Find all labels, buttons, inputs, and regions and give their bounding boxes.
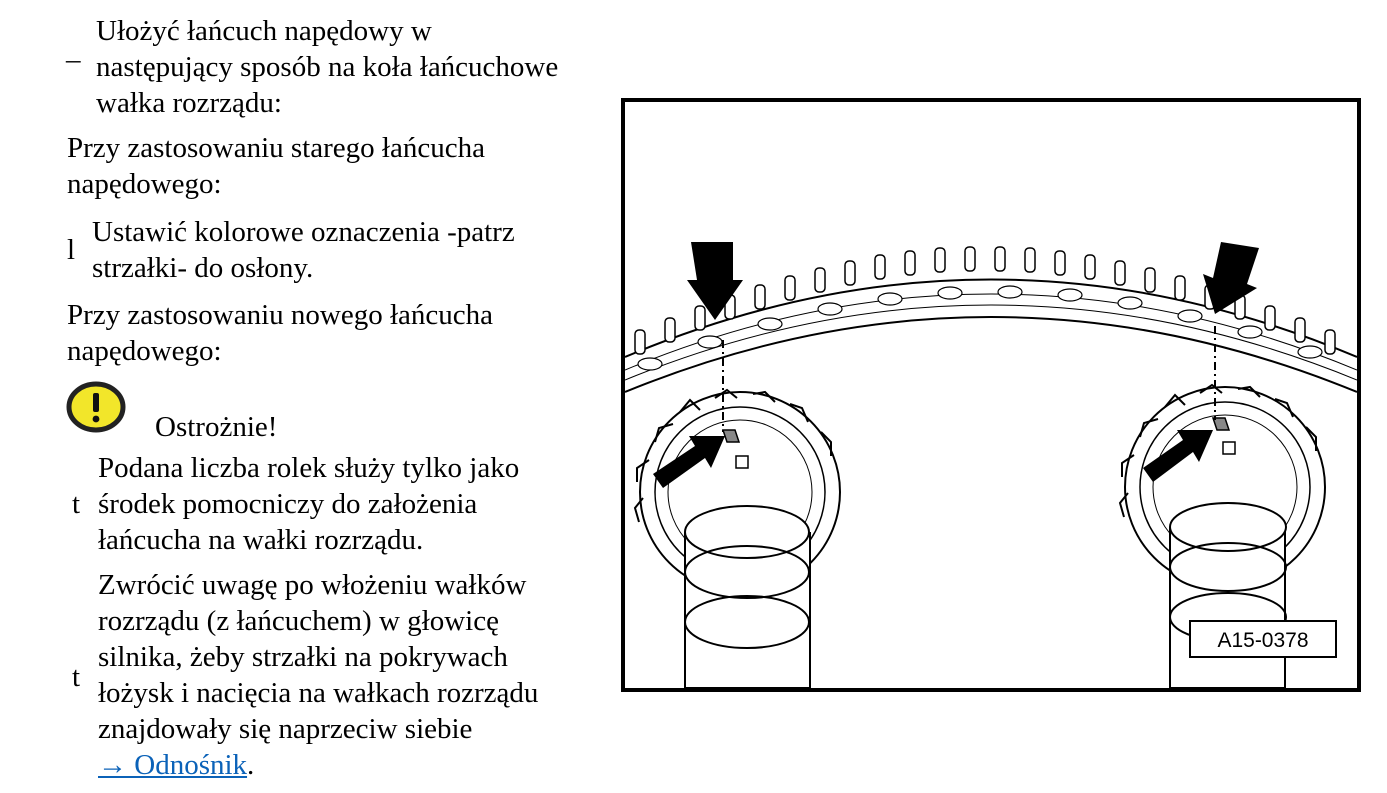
note-bullet: t xyxy=(72,488,81,520)
right-sprocket xyxy=(1118,242,1326,688)
note-roller-count: Podana liczba rolek służy tylko jako śro… xyxy=(98,450,519,558)
text-line: wałka rozrządu: xyxy=(96,87,282,119)
note-alignment: Zwrócić uwagę po włożeniu wałków rozrząd… xyxy=(98,567,538,783)
chain-illustration xyxy=(625,242,1357,688)
text-line: środek pomocniczy do założenia xyxy=(98,488,478,520)
text-line: Zwrócić uwagę po włożeniu wałków xyxy=(98,569,527,601)
text-line: → Odnośnik. xyxy=(98,747,538,783)
text-line: rozrządu (z łańcuchem) w głowicę xyxy=(98,605,499,637)
reference-link[interactable]: → Odnośnik xyxy=(98,749,248,781)
text-line: silnika, żeby strzałki na pokrywach xyxy=(98,641,508,673)
warning-exclamation-icon xyxy=(66,381,126,433)
figure-chain-camshaft-sprockets: A15-0378 xyxy=(621,98,1361,692)
section-heading-new-chain: Przy zastosowaniu nowego łańcucha napędo… xyxy=(67,297,493,369)
left-sprocket xyxy=(633,242,841,688)
section-heading-old-chain: Przy zastosowaniu starego łańcucha napęd… xyxy=(67,130,485,202)
text-line: Przy zastosowaniu nowego łańcucha xyxy=(67,299,494,331)
step-bullet: l xyxy=(67,234,76,266)
text-line: znajdowały się naprzeciw siebie xyxy=(98,713,473,745)
step-bullet: _ xyxy=(66,34,81,66)
step-instruction: Ułożyć łańcuch napędowy w następujący sp… xyxy=(96,13,558,121)
figure-caption: A15-0378 xyxy=(1189,620,1337,658)
text-line: Ułożyć łańcuch napędowy w xyxy=(96,15,432,47)
text-line: napędowego: xyxy=(67,335,222,367)
text-line: łożysk i nacięcia na wałkach rozrządu xyxy=(98,677,539,709)
trailing-period: . xyxy=(247,749,255,781)
text-line: łańcucha na wałki rozrządu. xyxy=(98,524,424,556)
text-line: strzałki- do osłony. xyxy=(92,252,314,284)
caution-label: Ostrożnie! xyxy=(155,411,278,443)
text-line: Podana liczba rolek służy tylko jako xyxy=(98,452,520,484)
text-line: napędowego: xyxy=(67,168,222,200)
note-bullet: t xyxy=(72,661,81,693)
old-chain-instruction: Ustawić kolorowe oznaczenia -patrz strza… xyxy=(92,214,515,286)
text-line: Przy zastosowaniu starego łańcucha xyxy=(67,132,485,164)
text-line: następujący sposób na koła łańcuchowe xyxy=(96,51,559,83)
text-line: Ustawić kolorowe oznaczenia -patrz xyxy=(92,216,515,248)
